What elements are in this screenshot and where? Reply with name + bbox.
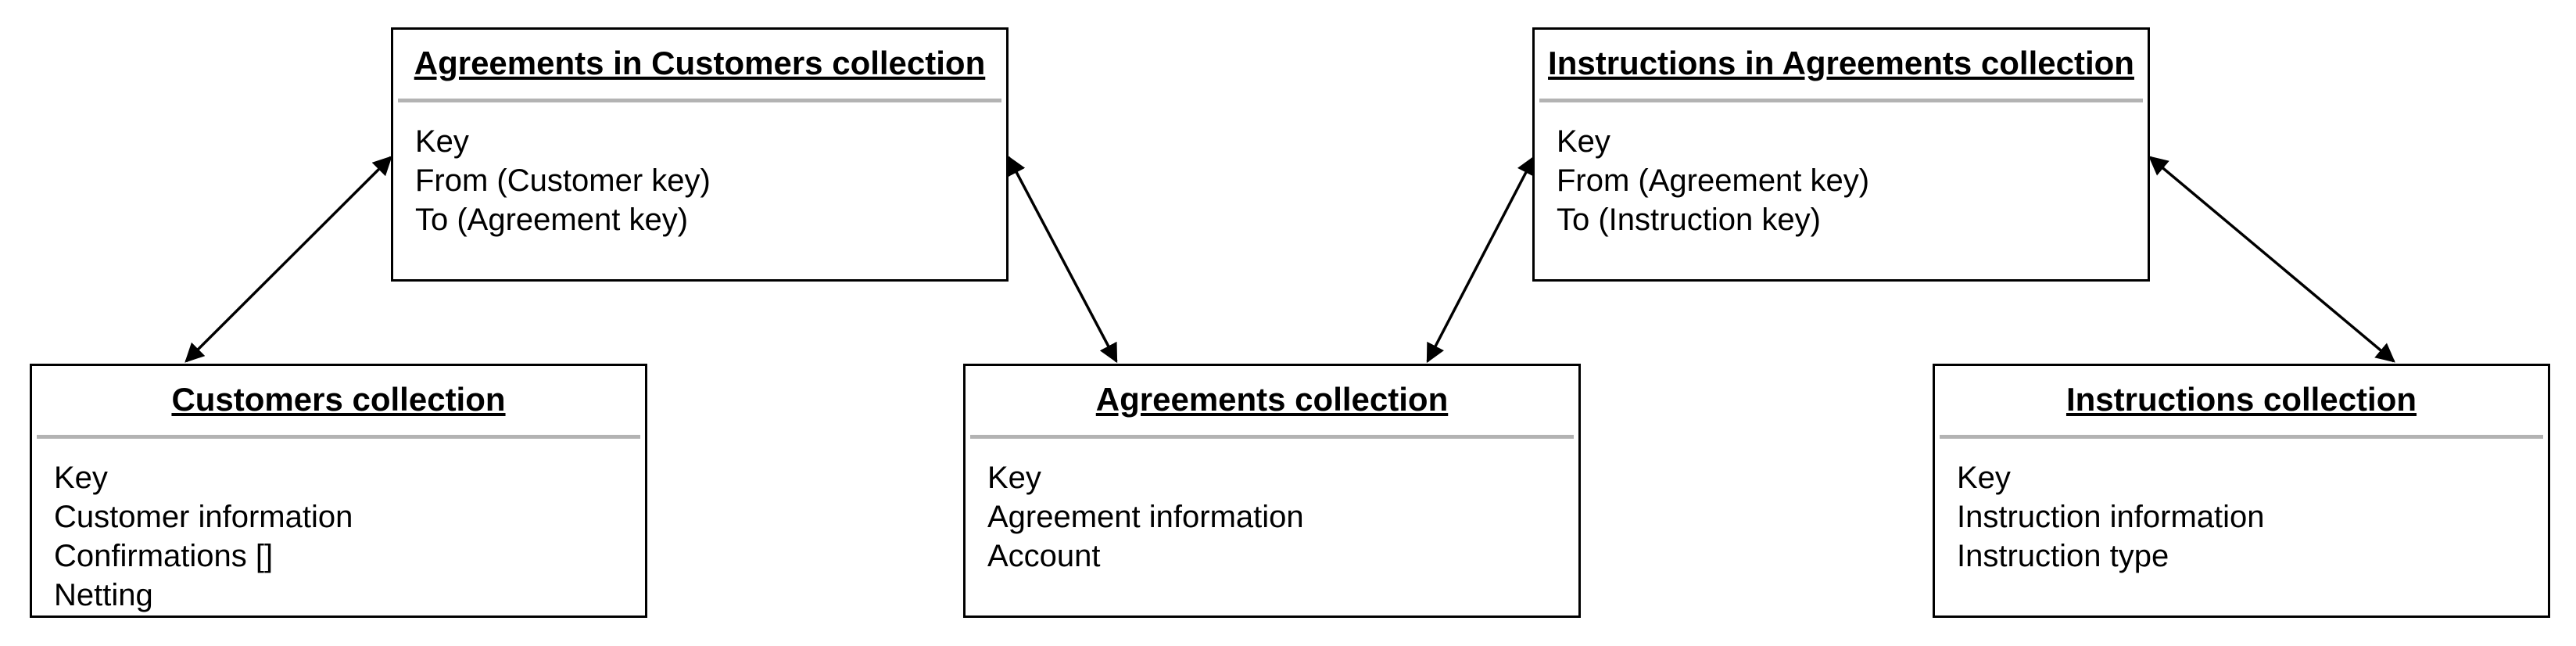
entity-instructions[interactable]: Instructions collection Key Instruction … <box>1933 364 2550 618</box>
entity-title: Agreements collection <box>1095 381 1449 418</box>
entity-customers[interactable]: Customers collection Key Customer inform… <box>30 364 647 618</box>
edge-customers-link <box>185 156 392 363</box>
title-divider <box>398 99 1001 102</box>
entity-title: Instructions in Agreements collection <box>1548 45 2134 81</box>
entity-instructions-in-agreements[interactable]: Instructions in Agreements collection Ke… <box>1532 27 2150 282</box>
field-key: Key <box>54 461 108 495</box>
entity-title: Instructions collection <box>2065 381 2417 418</box>
field-instruction-type: Instruction type <box>1957 539 2169 573</box>
field-list: Key Agreement information Account <box>987 458 1304 576</box>
edge-agreements-link-right <box>1426 155 1535 364</box>
field-agreement-information: Agreement information <box>987 500 1304 534</box>
entity-title: Customers collection <box>171 381 506 418</box>
field-list: Key From (Agreement key) To (Instruction… <box>1557 122 1869 239</box>
entity-title: Agreements in Customers collection <box>414 45 986 81</box>
field-key: Key <box>415 124 469 159</box>
field-netting: Netting <box>54 578 153 612</box>
title-divider <box>970 435 1574 439</box>
field-key: Key <box>1957 461 2011 495</box>
field-confirmations: Confirmations [] <box>54 539 274 573</box>
field-to: To (Agreement key) <box>415 203 689 237</box>
title-divider <box>37 435 640 439</box>
field-from: From (Agreement key) <box>1557 163 1870 198</box>
field-list: Key Instruction information Instruction … <box>1957 458 2265 576</box>
field-key: Key <box>987 461 1041 495</box>
edge-instructions-link <box>2148 156 2395 363</box>
field-from: From (Customer key) <box>415 163 711 198</box>
entity-agreements-in-customers[interactable]: Agreements in Customers collection Key F… <box>391 27 1009 282</box>
field-to: To (Instruction key) <box>1557 203 1821 237</box>
title-divider <box>1539 99 2143 102</box>
field-instruction-information: Instruction information <box>1957 500 2265 534</box>
entity-agreements[interactable]: Agreements collection Key Agreement info… <box>963 364 1581 618</box>
field-list: Key Customer information Confirmations [… <box>54 458 353 615</box>
field-account: Account <box>987 539 1101 573</box>
edge-agreements-link-left <box>1007 155 1118 364</box>
field-customer-information: Customer information <box>54 500 353 534</box>
field-key: Key <box>1557 124 1610 159</box>
field-list: Key From (Customer key) To (Agreement ke… <box>415 122 711 239</box>
title-divider <box>1940 435 2543 439</box>
